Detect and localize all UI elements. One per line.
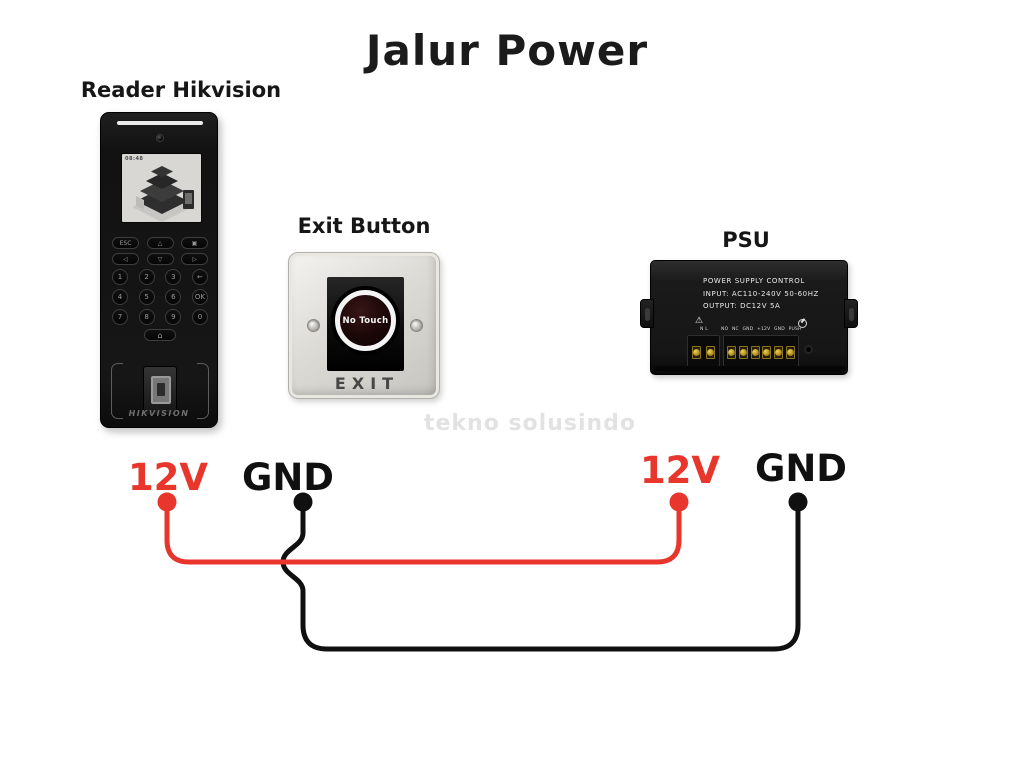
screw-hole-left-icon — [307, 319, 320, 332]
psu-mount-ear-right — [844, 299, 858, 328]
terminal-screw-icon — [774, 345, 784, 359]
exit-text: EXIT — [334, 374, 400, 393]
key-0: 0 — [191, 309, 208, 325]
no-touch-sensor-ring: No Touch — [335, 290, 396, 351]
psu-ac-terminal-labels: N L — [700, 327, 708, 332]
reader-screen-graphic — [132, 166, 194, 222]
gnd-node-right — [788, 492, 808, 512]
key-2: 2 — [138, 269, 155, 285]
key-backspace: ← — [191, 269, 208, 285]
12v-node-left — [157, 492, 177, 512]
key-up: △ — [146, 237, 174, 249]
fingerprint-bracket-left — [111, 363, 123, 419]
psu-label: PSU — [722, 228, 770, 252]
warning-triangle-icon: ⚠ — [695, 316, 704, 326]
reader-brand-logo: HIKVISION — [128, 409, 190, 418]
key-ok: OK — [191, 289, 208, 305]
key-8: 8 — [138, 309, 155, 325]
reader-screen: 08:48 — [121, 153, 202, 223]
terminal-screw-icon — [786, 345, 796, 359]
page-title: Jalur Power — [365, 26, 649, 75]
fingerprint-window — [151, 376, 171, 404]
watermark-text: tekno solusindo — [423, 411, 637, 436]
reader-label: Reader Hikvision — [80, 78, 282, 102]
exit-button-label: Exit Button — [297, 214, 431, 238]
key-7: 7 — [112, 309, 128, 325]
psu-led-hole — [804, 345, 813, 354]
key-6: 6 — [165, 289, 182, 305]
reader-fingerprint-area — [111, 363, 209, 419]
psu-output-terminal-labels: NO NC GND +12V GND PUSH — [721, 327, 802, 332]
psu-device: POWER SUPPLY CONTROL INPUT: AC110-240V 5… — [640, 260, 858, 375]
reader-keypad: ESC △ ▣ ◁ ▽ ▷ 1 2 3 ← 4 5 6 OK 7 — [112, 237, 208, 341]
psu-mount-ear-left — [640, 299, 654, 328]
key-left: ◁ — [112, 253, 139, 265]
hikvision-reader-device: 08:48 ESC △ ▣ ◁ ▽ ▷ 1 2 3 ← 4 5 6 — [100, 112, 218, 428]
reader-camera-icon — [156, 134, 164, 142]
key-menu: ▣ — [181, 237, 208, 249]
psu-ac-terminal-block — [687, 335, 720, 369]
gnd-wire — [280, 499, 801, 652]
right-12v-label: 12V — [639, 449, 721, 492]
left-12v-label: 12V — [127, 456, 209, 499]
key-3: 3 — [165, 269, 182, 285]
terminal-screw-icon — [738, 345, 748, 359]
key-doorbell: ⌂ — [144, 329, 176, 341]
key-down: ▽ — [146, 253, 174, 265]
fingerprint-bracket-right — [197, 363, 209, 419]
psu-spec-line3: OUTPUT: DC12V 5A — [703, 302, 781, 310]
12v-node-right — [669, 492, 689, 512]
key-esc: ESC — [112, 237, 139, 249]
left-gnd-label: GND — [241, 456, 335, 499]
terminal-screw-icon — [705, 345, 715, 359]
12v-wire — [164, 499, 682, 565]
key-9: 9 — [165, 309, 182, 325]
terminal-screw-icon — [692, 345, 702, 359]
screw-hole-right-icon — [410, 319, 423, 332]
key-5: 5 — [138, 289, 155, 305]
key-right: ▷ — [181, 253, 208, 265]
terminal-screw-icon — [726, 345, 736, 359]
exit-sensor-panel: No Touch — [327, 277, 404, 371]
right-gnd-label: GND — [754, 447, 848, 490]
key-4: 4 — [112, 289, 128, 305]
no-touch-text: No Touch — [342, 315, 389, 326]
voltage-adjust-icon — [798, 319, 807, 328]
terminal-screw-icon — [750, 345, 760, 359]
psu-spec-line2: INPUT: AC110-240V 50-60HZ — [703, 289, 819, 298]
fingerprint-module — [143, 366, 177, 416]
key-1: 1 — [112, 269, 128, 285]
reader-screen-time: 08:48 — [125, 156, 144, 162]
psu-bottom-strip — [655, 366, 845, 371]
fingerprint-sensor — [157, 383, 165, 396]
psu-spec-line1: POWER SUPPLY CONTROL — [703, 277, 805, 285]
gnd-node-left — [293, 492, 313, 512]
exit-button-device: No Touch EXIT — [288, 252, 440, 399]
reader-indicator-strip — [117, 121, 203, 125]
terminal-screw-icon — [762, 345, 772, 359]
psu-spec-text: POWER SUPPLY CONTROL INPUT: AC110-240V 5… — [703, 275, 819, 313]
